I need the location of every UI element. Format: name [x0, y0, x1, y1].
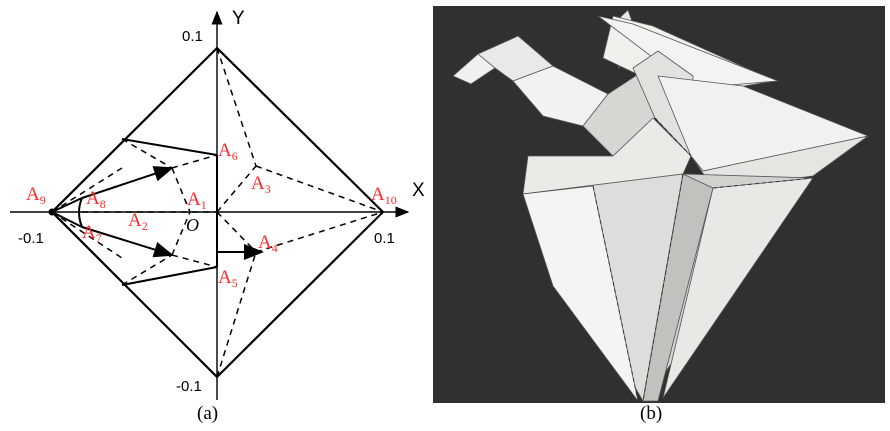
label-a2: A2	[128, 210, 148, 233]
label-a4: A4	[258, 232, 278, 255]
label-a3: A3	[251, 173, 271, 196]
tick-y-bottom: -0.1	[176, 378, 202, 395]
origami-crane-photo	[433, 6, 885, 403]
label-a10: A10	[371, 184, 397, 207]
dashed-creases	[51, 47, 384, 378]
tick-y-top: 0.1	[182, 28, 203, 45]
vertex-dots	[48, 208, 56, 216]
tick-x-left: -0.1	[18, 230, 44, 247]
caption-b: (b)	[640, 403, 663, 424]
crease-pattern-diagram: 0.1 -0.1 0.1 -0.1 X Y O A1 A2 A3 A4 A5 A…	[10, 8, 425, 400]
photo-dashed-creases	[592, 117, 814, 402]
label-a9: A9	[26, 184, 46, 207]
tick-x-right: 0.1	[374, 230, 395, 247]
label-a8: A8	[86, 188, 106, 211]
x-axis-name: X	[412, 180, 425, 201]
caption-a: (a)	[197, 403, 219, 424]
label-a6: A6	[218, 140, 238, 163]
label-a7: A7	[82, 222, 102, 245]
y-axis-name: Y	[232, 8, 245, 29]
label-a1: A1	[187, 189, 207, 212]
crane-body	[452, 9, 870, 403]
origin-label: O	[186, 215, 199, 235]
label-a5: A5	[218, 267, 238, 290]
